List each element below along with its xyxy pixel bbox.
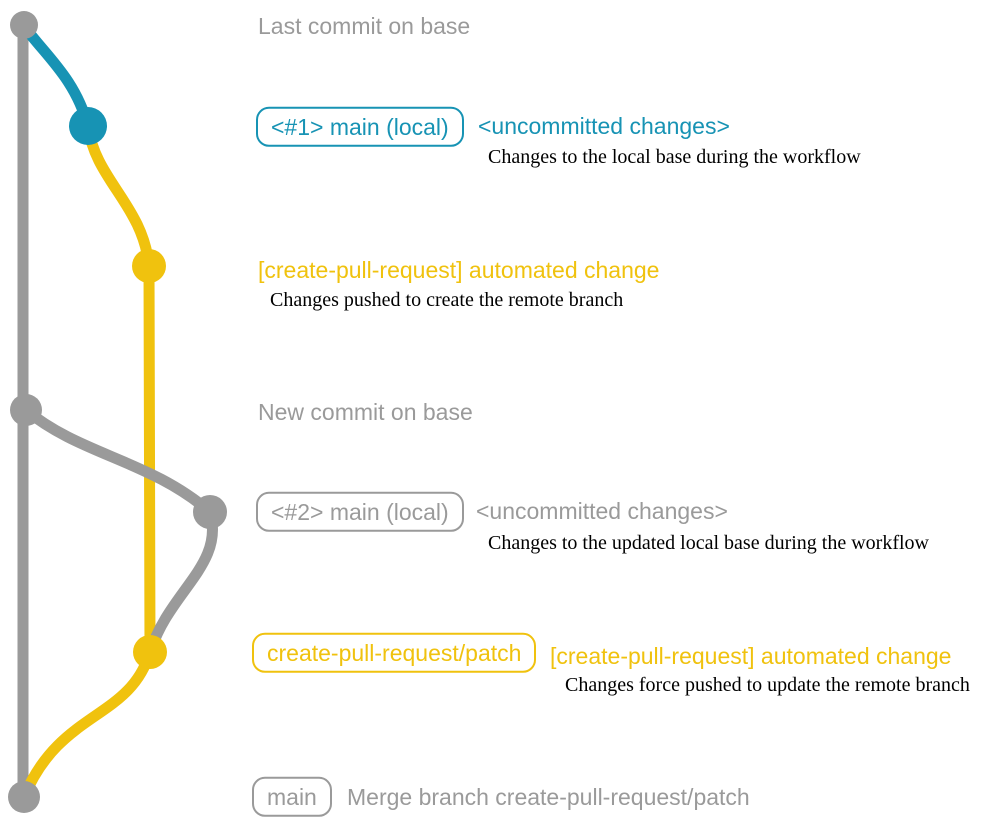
last-commit-label: Last commit on base: [258, 12, 471, 39]
pr-merge-curve: [18, 646, 156, 803]
automated-change-heading-2: [create-pull-request] automated change: [550, 642, 952, 669]
pr-branch-curve-top: [82, 120, 155, 272]
commit-dot-automated-1: [132, 249, 166, 283]
branch-badge-main-local-1: <#1> main (local): [256, 106, 464, 148]
automated-change-description-1: Changes pushed to create the remote bran…: [270, 289, 624, 311]
commit-dot-local-1: [69, 107, 107, 145]
commit-dot-merge: [8, 781, 40, 813]
automated-change-heading-1: [create-pull-request] automated change: [258, 256, 660, 283]
commit-dot-new-base: [10, 394, 42, 426]
commit-dot-last-base: [10, 11, 38, 39]
uncommitted-changes-description-1: Changes to the local base during the wor…: [488, 146, 861, 168]
commit-dot-automated-2: [133, 635, 167, 669]
commit-dot-local-2: [193, 495, 227, 529]
pr-branch-vertical: [143, 260, 156, 658]
branch-badge-create-pull-request-patch: create-pull-request/patch: [252, 632, 537, 674]
merge-commit-label: Merge branch create-pull-request/patch: [347, 783, 750, 810]
rebase-branch-in-curve: [144, 506, 218, 658]
uncommitted-changes-heading-1: <uncommitted changes>: [478, 112, 730, 139]
uncommitted-changes-description-2: Changes to the updated local base during…: [488, 532, 929, 554]
branch-badge-main-local-2: <#2> main (local): [256, 491, 464, 533]
branch-badge-main: main: [252, 776, 332, 818]
automated-change-description-2: Changes force pushed to update the remot…: [565, 674, 970, 696]
new-commit-label: New commit on base: [258, 398, 473, 425]
uncommitted-changes-heading-2: <uncommitted changes>: [476, 497, 728, 524]
rebase-branch-out-curve: [20, 404, 216, 518]
